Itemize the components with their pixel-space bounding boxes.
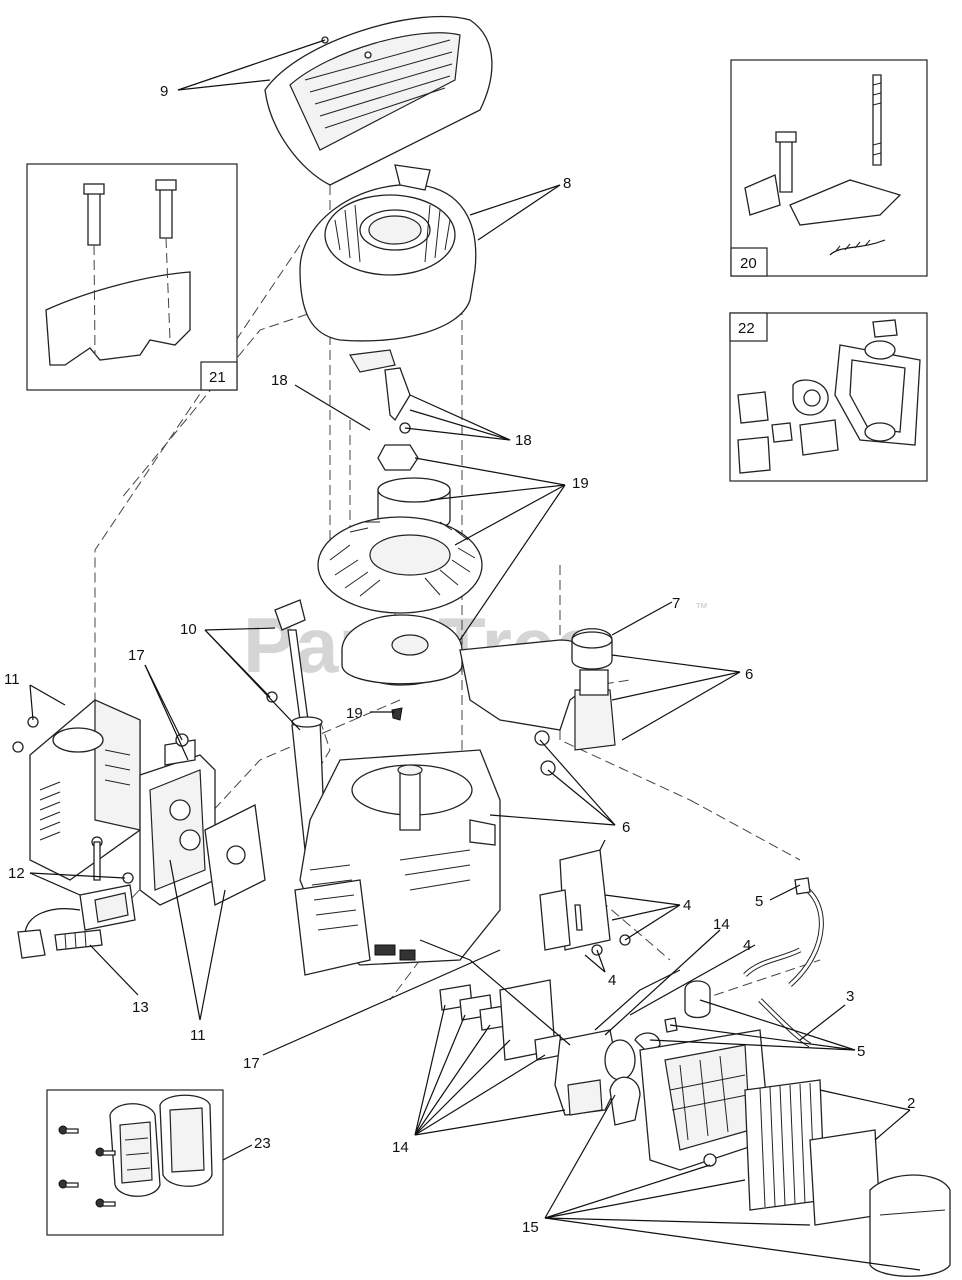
inset-label-21: 21	[209, 369, 226, 386]
starter-pawl-part	[349, 349, 411, 434]
flywheel-base-part	[341, 614, 463, 721]
callout-4-upper: 4	[683, 897, 691, 914]
callout-7: 7	[672, 595, 680, 612]
engine-block-part	[294, 749, 501, 976]
callout-3: 3	[846, 988, 854, 1005]
callout-10: 10	[180, 621, 197, 638]
air-cleaner-base-part	[609, 1029, 771, 1171]
flywheel-part	[317, 516, 483, 614]
inset-box-20: 20	[730, 59, 928, 277]
inset-label-23: 23	[254, 1135, 271, 1152]
air-cleaner-cover-part	[869, 1174, 951, 1277]
muffler-guard-part	[12, 699, 141, 881]
muffler-gasket-part	[204, 804, 266, 906]
callout-19-lower: 19	[346, 705, 363, 722]
inset-label-22: 22	[738, 320, 755, 337]
governor-bracket-part	[539, 839, 631, 956]
callout-9: 9	[160, 83, 168, 100]
callout-17-lower: 17	[243, 1055, 260, 1072]
air-filter-part	[744, 1079, 881, 1226]
callout-13: 13	[132, 999, 149, 1016]
blower-housing-part	[299, 164, 477, 342]
callout-14-lower: 14	[392, 1139, 409, 1156]
callout-17-upper: 17	[128, 647, 145, 664]
callout-19-top: 19	[572, 475, 589, 492]
callout-4-right: 4	[743, 937, 751, 954]
leader-lines	[29, 39, 921, 1271]
top-shroud-part	[264, 15, 493, 186]
callout-18-right: 18	[515, 432, 532, 449]
ignition-coil-part	[17, 836, 136, 959]
watermark-trademark: ™	[695, 600, 708, 615]
callout-5-lower: 5	[857, 1043, 865, 1060]
carburetor-gaskets-part	[439, 979, 563, 1061]
callout-18-left: 18	[271, 372, 288, 389]
callout-11-upper: 11	[4, 671, 20, 688]
callout-6-lower: 6	[622, 819, 630, 836]
callout-4-lower: 4	[608, 972, 616, 989]
inset-label-20: 20	[740, 255, 757, 272]
oil-filler-tube-part	[459, 628, 616, 776]
callout-8: 8	[563, 175, 571, 192]
callout-labels: 9 8 18 18 19 10 7 6 17 11 19 6 12 4 5 14…	[4, 83, 915, 1236]
inset-box-23: 23	[46, 1089, 271, 1236]
spark-plug-part	[54, 929, 103, 951]
callout-2: 2	[907, 1095, 915, 1112]
callout-6-upper: 6	[745, 666, 753, 683]
callout-5-upper: 5	[755, 893, 763, 910]
callout-14-upper: 14	[713, 916, 730, 933]
inset-box-21: 21	[26, 163, 238, 391]
callout-15: 15	[522, 1219, 539, 1236]
fuel-line-part	[634, 877, 824, 1056]
carburetor-part	[419, 939, 681, 1116]
muffler-part	[139, 733, 216, 906]
inset-box-22: 22	[729, 312, 928, 482]
callout-11-lower: 11	[190, 1027, 206, 1044]
callout-12: 12	[8, 865, 25, 882]
